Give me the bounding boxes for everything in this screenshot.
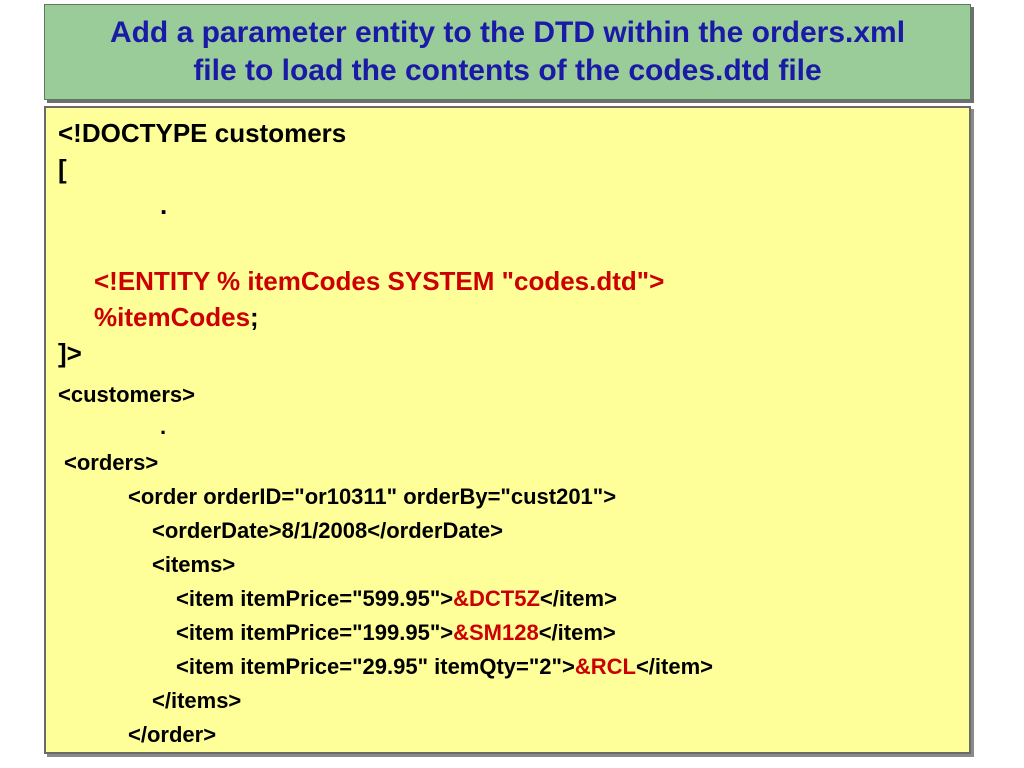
entity-declaration-line: <!ENTITY % itemCodes SYSTEM "codes.dtd">: [94, 266, 665, 296]
slide-title: Add a parameter entity to the DTD within…: [109, 16, 906, 87]
item-line-2: <item itemPrice="199.95">&SM128</item>: [176, 620, 616, 646]
entity-reference-semicolon: ;: [250, 302, 259, 332]
ellipsis-dot-2: .: [160, 414, 167, 439]
ellipsis-dot-1: .: [160, 190, 168, 220]
slide-title-box: Add a parameter entity to the DTD within…: [44, 4, 971, 100]
item-2-open-tag: <item itemPrice="199.95">: [176, 620, 454, 645]
item-line-3: <item itemPrice="29.95" itemQty="2">&RCL…: [176, 654, 713, 680]
close-bracket-line: ]>: [58, 338, 82, 368]
entity-reference: %itemCodes: [94, 302, 251, 332]
items-close-line: </items>: [152, 688, 242, 713]
order-date-line: <orderDate>8/1/2008</orderDate>: [152, 518, 503, 543]
item-1-close-tag: </item>: [539, 586, 617, 611]
item-2-close-tag: </item>: [538, 620, 616, 645]
item-1-open-tag: <item itemPrice="599.95">: [176, 586, 454, 611]
items-open-line: <items>: [152, 552, 236, 577]
item-line-1: <item itemPrice="599.95">&DCT5Z</item>: [176, 586, 617, 612]
item-2-entity: &SM128: [453, 620, 539, 645]
order-open-line: <order orderID="or10311" orderBy="cust20…: [128, 484, 617, 509]
code-listing: <!DOCTYPE customers [ . <!ENTITY % itemC…: [44, 106, 971, 754]
item-3-open-tag: <item itemPrice="29.95" itemQty="2">: [176, 654, 575, 679]
item-1-entity: &DCT5Z: [453, 586, 540, 611]
orders-open-line: <orders>: [64, 450, 159, 475]
entity-reference-line: %itemCodes;: [94, 302, 259, 333]
doctype-line: <!DOCTYPE customers: [58, 118, 347, 148]
item-3-close-tag: </item>: [635, 654, 713, 679]
customers-open-line: <customers>: [58, 382, 195, 407]
order-close-line: </order>: [128, 722, 217, 747]
open-bracket-line: [: [58, 154, 67, 184]
item-3-entity: &RCL: [574, 654, 636, 679]
